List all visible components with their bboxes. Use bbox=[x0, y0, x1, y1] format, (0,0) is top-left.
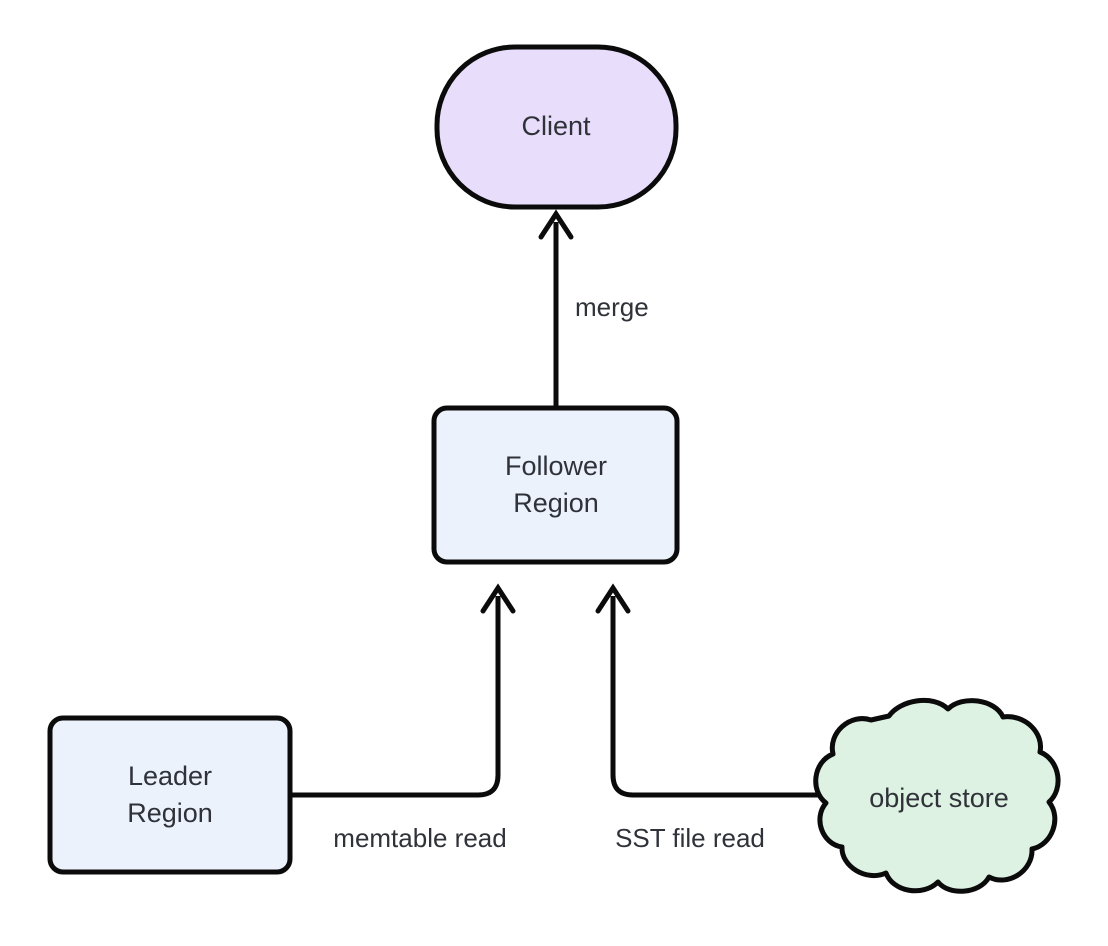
follower-region-shape bbox=[431, 405, 680, 565]
object-store-label: object store bbox=[869, 783, 1009, 813]
edge-follower-to-client[interactable] bbox=[538, 209, 574, 406]
node-follower-region[interactable]: Follower Region bbox=[431, 405, 680, 565]
node-leader-region[interactable]: Leader Region bbox=[47, 715, 293, 875]
edge-line-memtable-read bbox=[291, 596, 501, 798]
node-object-store[interactable]: object store bbox=[813, 697, 1061, 894]
leader-region-shape bbox=[47, 715, 293, 875]
nodes-layer: Client Follower Region Leader Region obj… bbox=[47, 44, 1061, 894]
edge-line-sst-file-read bbox=[610, 596, 818, 798]
arrow-head-sst-file-read bbox=[595, 583, 631, 614]
edge-label-memtable-read: memtable read bbox=[333, 823, 506, 853]
follower-region-label-line2: Region bbox=[513, 488, 599, 518]
arrow-head-merge bbox=[538, 209, 574, 240]
edge-store-to-follower[interactable] bbox=[595, 583, 818, 798]
client-label: Client bbox=[521, 111, 591, 141]
object-store-shape bbox=[813, 697, 1061, 894]
leader-region-label-line1: Leader bbox=[128, 761, 212, 791]
edge-labels-layer: merge memtable read SST file read bbox=[333, 292, 765, 853]
follower-region-label-line1: Follower bbox=[505, 451, 607, 481]
edge-leader-to-follower[interactable] bbox=[291, 583, 516, 798]
arrow-head-memtable-read bbox=[480, 583, 516, 614]
client-shape bbox=[434, 44, 679, 210]
leader-region-label-line2: Region bbox=[127, 798, 213, 828]
edges-layer bbox=[291, 209, 818, 798]
node-client[interactable]: Client bbox=[434, 44, 679, 210]
edge-label-merge: merge bbox=[575, 292, 649, 322]
edge-label-sst-file-read: SST file read bbox=[615, 823, 765, 853]
